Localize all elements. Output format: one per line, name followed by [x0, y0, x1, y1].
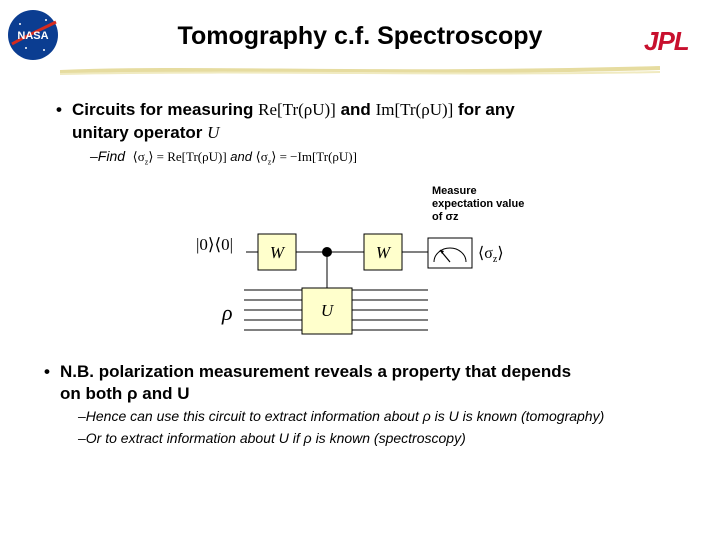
find-line: –Find ⟨σz⟩ = Re[Tr(ρU)] and ⟨σz⟩ = −Im[T…: [90, 148, 357, 167]
nasa-logo: NASA: [6, 8, 60, 62]
slide-title: Tomography c.f. Spectroscopy: [177, 22, 543, 50]
gate-w2-label: W: [376, 243, 392, 262]
expr-re: Re[Tr(ρU)]: [258, 100, 336, 119]
input-state-label: |0⟩⟨0|: [196, 235, 233, 254]
bullet1-line1: Circuits for measuring Re[Tr(ρU)] and Im…: [72, 100, 515, 120]
measure-annotation: Measure expectation value of σz: [432, 185, 524, 224]
find-prefix: –Find: [90, 148, 126, 164]
bullet2-sub1: –Hence can use this circuit to extract i…: [78, 408, 605, 424]
bullet2-line1: N.B. polarization measurement reveals a …: [60, 362, 572, 381]
bullet1-marker: •: [56, 100, 62, 119]
expr-im: Im[Tr(ρU)]: [375, 100, 454, 119]
output-label: ⟨σz⟩: [478, 245, 504, 265]
annotation-line-1: Measure: [432, 185, 477, 197]
bullet2-marker: •: [44, 362, 50, 381]
annotation-line-3: of σz: [432, 211, 459, 223]
gate-u-label: U: [321, 301, 335, 320]
rho-label: ρ: [221, 300, 233, 325]
jpl-logo: JPL: [644, 26, 690, 56]
bullet2-line2: on both ρ and U: [60, 384, 190, 403]
bullet1-line2-var: U: [207, 123, 220, 142]
bullet1-line2: unitary operator U: [72, 123, 219, 143]
bullet1-text-c: for any: [458, 100, 515, 119]
bullet1-line2-text: unitary operator: [72, 123, 203, 142]
meter-dial-icon: [433, 247, 467, 263]
find-eq1: ⟨σz⟩ = Re[Tr(ρU)]: [132, 149, 227, 167]
gate-u: [301, 287, 353, 335]
annotation-line-2: expectation value: [432, 198, 525, 210]
meter-arrow-icon: [440, 250, 444, 254]
find-eq2: ⟨σz⟩ = −Im[Tr(ρU)]: [255, 149, 357, 167]
bullet2-sub2: –Or to extract information about U if ρ …: [78, 430, 466, 446]
title-divider: [60, 66, 660, 75]
nasa-logo-text: NASA: [17, 30, 48, 42]
gate-w1: [257, 233, 297, 271]
gate-w1-label: W: [270, 243, 286, 262]
bullet1-text-b: and: [340, 100, 371, 119]
gate-w2: [363, 233, 403, 271]
bullet1-text-a: Circuits for measuring: [72, 100, 254, 119]
meter-box: [427, 237, 473, 269]
find-mid: and: [230, 149, 252, 164]
